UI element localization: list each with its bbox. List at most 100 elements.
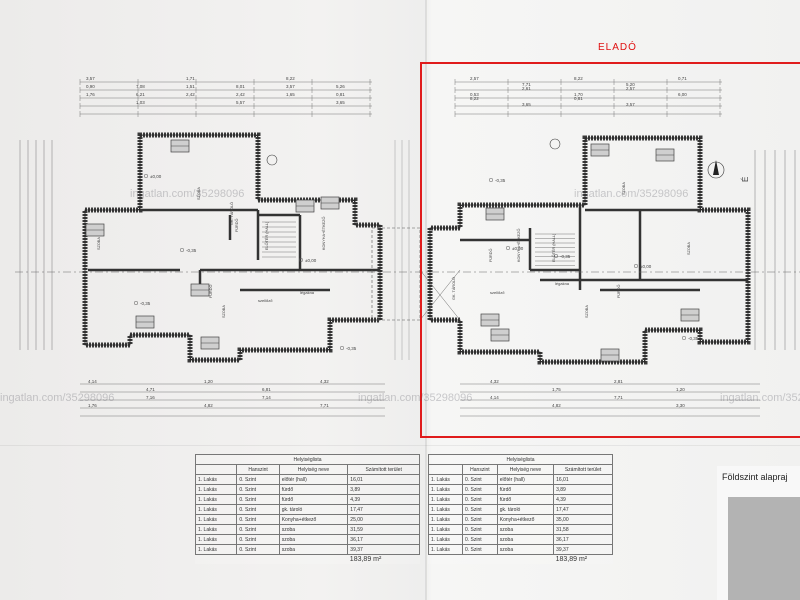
dimension-label: 2,57	[470, 76, 479, 81]
room-label: FÜRDŐ	[616, 284, 621, 298]
table-cell: 0. Szint	[462, 534, 498, 545]
level-mark	[339, 345, 345, 351]
dimension-label: 5,20	[626, 82, 635, 87]
table-cell: 1. Lakás	[194, 544, 238, 555]
table-cell: 16,01	[347, 474, 420, 485]
level-label: ±0,00	[305, 258, 317, 263]
table-cell: 1. Lakás	[428, 534, 463, 545]
dimension-label: 3,30	[676, 403, 685, 408]
level-label: -0,35	[560, 254, 571, 259]
for-sale-label: ELADÓ	[598, 42, 637, 53]
level-mark	[488, 177, 494, 183]
level-mark	[179, 247, 185, 253]
table-cell: 1. Lakás	[194, 474, 238, 485]
level-mark	[133, 300, 139, 306]
table-cell: szoba	[496, 524, 555, 535]
room-label: FÜRDŐ	[208, 284, 213, 298]
table-total: 183,89 m²	[555, 556, 588, 563]
dimension-label: 0,53	[470, 92, 479, 97]
level-mark	[681, 335, 687, 341]
dimension-label: 8,22	[470, 96, 479, 101]
table-total: 183,89 m²	[349, 556, 382, 563]
watermark: ingatlan.com/35298096	[0, 392, 115, 404]
paper-fold-horizontal	[0, 445, 800, 446]
table-cell: előtér (hall)	[496, 474, 555, 485]
table-cell: fürdő	[496, 494, 555, 505]
table-cell: 1. Lakás	[428, 484, 463, 495]
table-cell: 1. Lakás	[194, 494, 238, 505]
section-marker	[266, 154, 278, 166]
dimension-label: 6,21	[136, 92, 145, 97]
table-cell: 1. Lakás	[428, 524, 463, 535]
dimension-label: 3,65	[336, 100, 345, 105]
dimension-label: 4,32	[490, 379, 499, 384]
room-label: FÜRDŐ	[488, 248, 493, 262]
table-cell: 3,89	[347, 484, 420, 495]
table-cell: 17,47	[347, 504, 420, 515]
table-cell: 16,01	[553, 474, 613, 485]
dimension-label: 7,71	[614, 395, 623, 400]
table-cell: 36,17	[347, 534, 420, 545]
dimension-label: 2,81	[614, 379, 623, 384]
table-cell: 1. Lakás	[194, 504, 238, 515]
table-cell: 31,59	[347, 524, 420, 535]
level-label: ±0,00	[512, 246, 524, 251]
caption-gray-panel	[728, 497, 800, 600]
room-label: ELŐTÉR (HALL)	[264, 221, 269, 250]
dimension-label: 7,71	[320, 403, 329, 408]
table-cell: gk. tároló	[278, 504, 349, 515]
table-header: Számított terület	[553, 464, 613, 475]
dimension-label: 1,76	[88, 403, 97, 408]
dimension-label: 3,57	[286, 84, 295, 89]
dimension-label: 5,26	[336, 84, 345, 89]
table-cell: 1. Lakás	[428, 504, 463, 515]
table-cell: 0. Szint	[236, 544, 280, 555]
room-list-table-left: Helyiséglista Hanszint Helyiség neve Szá…	[194, 454, 420, 564]
dimension-label: 0,90	[86, 84, 95, 89]
north-label: É	[741, 177, 750, 182]
level-mark	[553, 253, 559, 259]
table-cell: 3,89	[553, 484, 613, 495]
table-cell: 1. Lakás	[428, 514, 463, 525]
dimension-label: 2,61	[522, 86, 531, 91]
watermark: ingatlan.com/35298096	[358, 392, 473, 404]
table-cell: 0. Szint	[462, 504, 498, 515]
level-label: ±0,00	[640, 264, 652, 269]
table-cell: 1. Lakás	[194, 484, 238, 495]
dimension-label: 7,16	[146, 395, 155, 400]
table-cell: 4,39	[553, 494, 613, 505]
for-sale-highlight-box	[420, 62, 800, 438]
table-header: Hanszint	[236, 464, 280, 475]
room-label: SZOBA	[197, 187, 201, 200]
table-cell: 1. Lakás	[428, 494, 463, 505]
table-header: Helyiség neve	[496, 464, 555, 475]
level-mark	[505, 245, 511, 251]
table-cell: szoba	[278, 544, 349, 555]
table-cell: előtér (hall)	[278, 474, 349, 485]
plan-note: légakna	[555, 281, 570, 286]
plan-note: szellőző	[490, 290, 505, 295]
room-list-table-right: Helyiséglista Hanszint Helyiség neve Szá…	[428, 454, 613, 564]
dimension-label: 4,82	[204, 403, 213, 408]
dimension-label: 0,81	[574, 96, 583, 101]
room-label: SZOBA	[222, 305, 226, 318]
table-cell: 17,47	[553, 504, 613, 515]
table-cell: 1. Lakás	[194, 524, 238, 535]
dimension-label: 5,57	[236, 100, 245, 105]
dimension-label: 1,75	[552, 387, 561, 392]
level-mark	[633, 263, 639, 269]
level-label: ±0,00	[150, 174, 162, 179]
